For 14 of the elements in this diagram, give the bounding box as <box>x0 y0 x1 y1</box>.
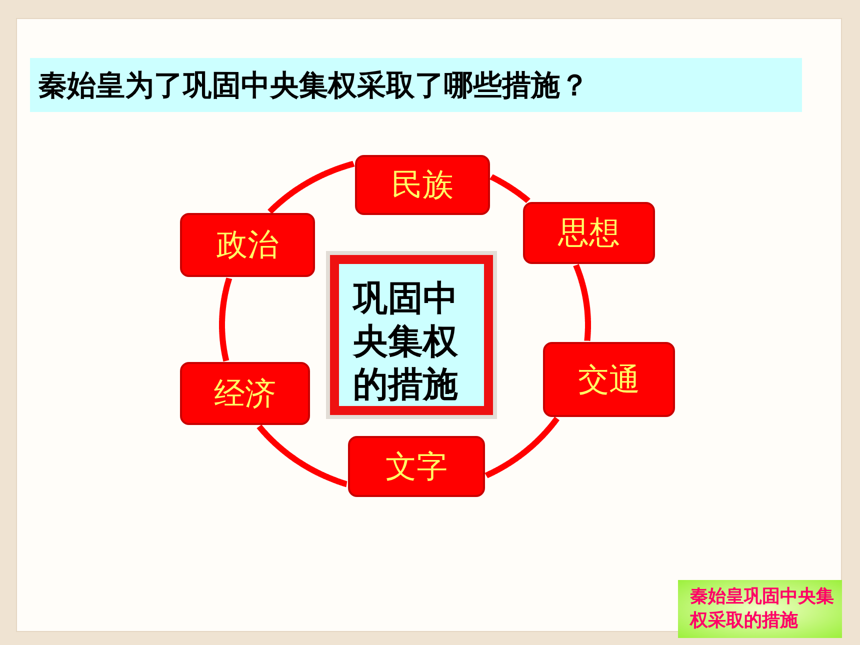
topic-box: 经济 <box>180 362 310 425</box>
note-box: 秦始皇巩固中央集权采取的措施 <box>678 580 842 638</box>
ring-connector <box>484 416 560 478</box>
topic-box: 交通 <box>543 342 675 417</box>
ring-connector <box>219 276 232 364</box>
ring-connector <box>573 262 591 344</box>
topic-box: 民族 <box>355 155 490 215</box>
ring-connector <box>256 424 350 488</box>
topic-box: 政治 <box>180 213 315 277</box>
ring-connector <box>488 174 531 204</box>
title-banner: 秦始皇为了巩固中央集权采取了哪些措施？ <box>30 58 802 112</box>
topic-box: 思想 <box>523 202 655 264</box>
ring-connector <box>267 160 356 215</box>
topic-box: 文字 <box>348 436 485 497</box>
